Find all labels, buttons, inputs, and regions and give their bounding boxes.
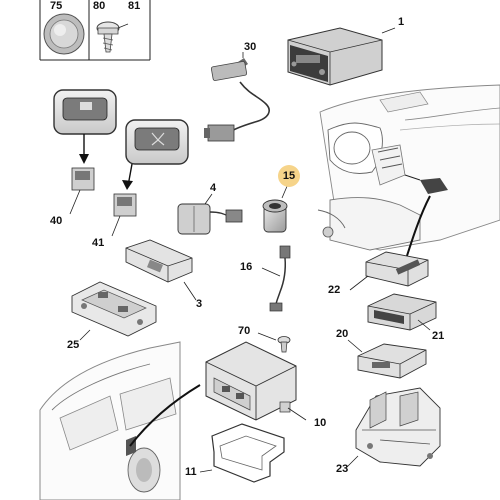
module-21 — [367, 293, 437, 331]
battery-pack-4 — [177, 193, 243, 235]
car-rear-silhouette — [39, 341, 201, 500]
part-number-80: 80 — [93, 0, 106, 12]
screw-70 — [257, 332, 291, 353]
part-number-40: 40 — [50, 215, 63, 227]
part-number-11: 11 — [185, 466, 197, 478]
socket-15 — [262, 183, 289, 233]
part-number-23: 23 — [336, 463, 349, 475]
part-number-21: 21 — [432, 330, 445, 342]
screw-80 — [96, 21, 129, 53]
part-number-25: 25 — [67, 339, 80, 351]
dashboard-interior — [288, 30, 500, 263]
ecu-module-10 — [205, 341, 307, 421]
module-22 — [349, 251, 429, 291]
part-number-20: 20 — [336, 328, 349, 340]
fastener-box — [39, 0, 151, 61]
part-number-41: 41 — [92, 237, 105, 249]
part-number-16: 16 — [240, 261, 253, 273]
part-number-1: 1 — [398, 16, 405, 28]
part-number-3: 3 — [196, 298, 203, 310]
switch-40-callout — [53, 89, 117, 215]
bracket-25 — [71, 281, 157, 341]
radio-unit-1 — [287, 27, 396, 86]
part-number-81: 81 — [128, 0, 141, 12]
cable-16 — [261, 245, 291, 312]
part-number-15: 15 — [278, 165, 300, 187]
part-number-30: 30 — [244, 41, 257, 53]
module-3 — [125, 239, 197, 301]
part-number-4: 4 — [210, 182, 217, 194]
part-number-75: 75 — [50, 0, 63, 12]
module-20 — [347, 339, 427, 379]
bracket-11 — [199, 423, 285, 483]
part-number-70: 70 — [238, 325, 251, 337]
cable-30 — [204, 52, 270, 142]
part-number-10: 10 — [314, 417, 327, 429]
clip-75 — [43, 13, 85, 55]
bracket-23 — [345, 387, 441, 469]
switch-41-callout — [111, 119, 189, 237]
part-number-22: 22 — [328, 284, 341, 296]
